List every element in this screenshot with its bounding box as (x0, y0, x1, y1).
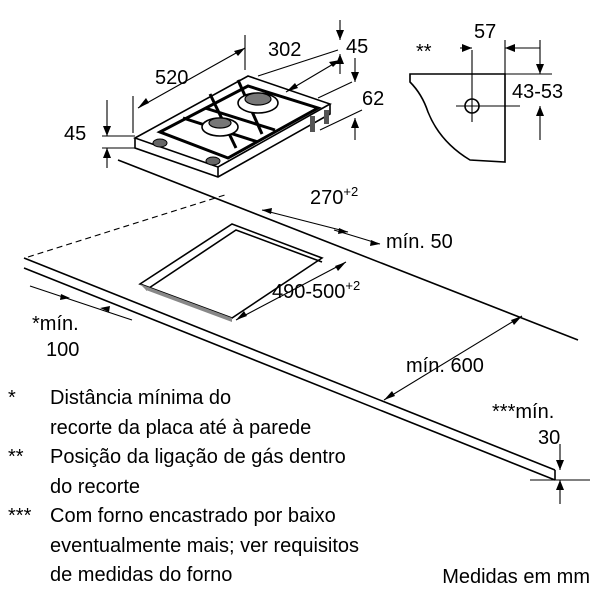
footnote-mark: *** (8, 505, 32, 527)
min-oven-value: 30 (538, 427, 560, 449)
footnote-text: Distância mínima do recorte da placa até… (50, 387, 312, 439)
top-offset-label: 45 (346, 36, 368, 58)
cutout (138, 223, 324, 322)
footnote-text: Posição da ligação de gás dentro do reco… (50, 446, 346, 498)
units-label: Medidas em mm (442, 566, 590, 588)
footnote-mark: ** (8, 446, 24, 468)
side-depth-label: 62 (362, 88, 384, 110)
footnote-1: * Distância mínima do recorte da placa a… (8, 384, 478, 443)
footnote-mark: * (8, 387, 16, 409)
gas-detail-height-label: 43-53 (512, 81, 563, 103)
gas-connection-detail (409, 40, 552, 163)
gas-cooktop (133, 75, 332, 178)
cutout-width-label: 490-500+2 (272, 278, 360, 303)
footnotes: * Distância mínima do recorte da placa a… (8, 384, 478, 591)
min-back-label: mín. 50 (386, 231, 453, 253)
footnote-text: Com forno encastrado por baixo eventualm… (50, 505, 360, 586)
clearance-dimensions (29, 208, 590, 504)
gas-detail-width-label: 57 (474, 21, 496, 43)
cooktop-width-label: 520 (155, 67, 188, 89)
front-height-label: 45 (64, 123, 86, 145)
cooktop-depth-label: 302 (268, 39, 301, 61)
footnote-2: ** Posição da ligação de gás dentro do r… (8, 443, 478, 502)
min-wall-value: 100 (46, 339, 79, 361)
cutout-depth-label: 270+2 (310, 184, 358, 209)
gas-detail-marker: ** (416, 41, 432, 63)
min-wall-label: *mín. (32, 313, 79, 335)
footnote-3: *** Com forno encastrado por baixo event… (8, 502, 478, 591)
min-front-label: mín. 600 (406, 355, 484, 377)
worktop (23, 159, 579, 481)
cooktop-dimensions (102, 20, 363, 168)
min-oven-label: ***mín. (492, 401, 554, 423)
